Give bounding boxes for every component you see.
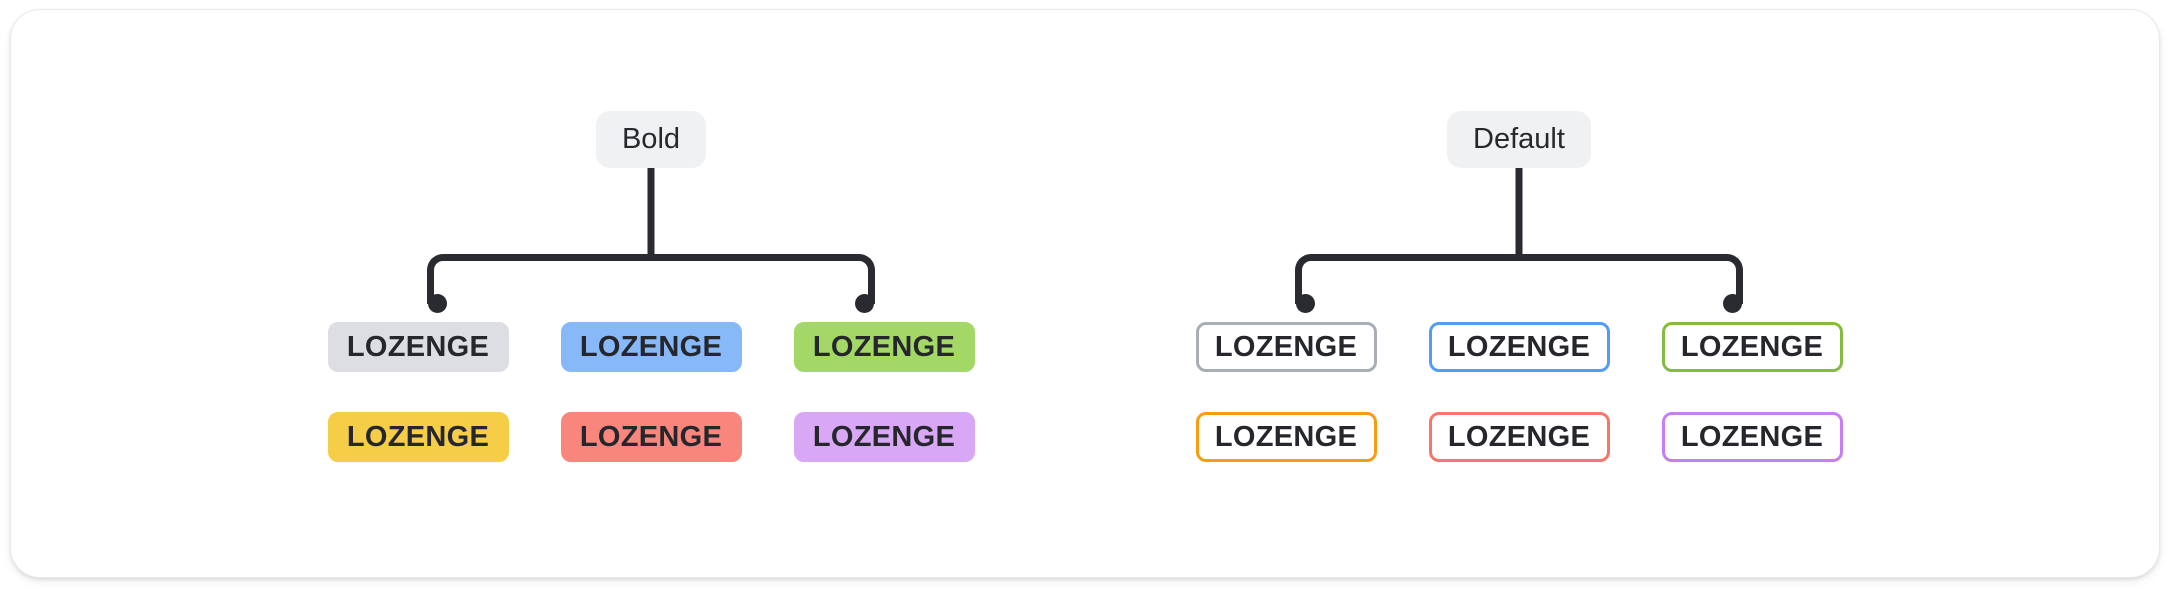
lozenge-row: LOZENGE LOZENGE LOZENGE xyxy=(1195,322,1843,372)
lozenge-default-green: LOZENGE xyxy=(1661,322,1843,372)
variant-label-chip-bold: Bold xyxy=(595,111,707,168)
tree-connector xyxy=(427,168,875,313)
lozenge-bold-blue: LOZENGE xyxy=(560,322,742,372)
connector-dot-right xyxy=(855,294,874,313)
lozenge-default-purple: LOZENGE xyxy=(1661,412,1843,462)
lozenge-default-blue: LOZENGE xyxy=(1428,322,1610,372)
variant-label-text: Default xyxy=(1473,123,1565,155)
lozenge-bold-green: LOZENGE xyxy=(793,322,975,372)
connector-dot-left xyxy=(428,294,447,313)
lozenge-bold-purple: LOZENGE xyxy=(793,412,975,462)
lozenge-default-orange: LOZENGE xyxy=(1195,412,1377,462)
lozenge-bold-gray: LOZENGE xyxy=(327,322,509,372)
variant-label-text: Bold xyxy=(621,123,681,155)
connector-branch-line xyxy=(427,254,875,313)
connector-stem-line xyxy=(647,168,655,260)
lozenge-bold-red: LOZENGE xyxy=(560,412,742,462)
variant-label-chip-default: Default xyxy=(1447,111,1591,168)
lozenge-row: LOZENGE LOZENGE LOZENGE xyxy=(1195,412,1843,462)
lozenge-bold-yellow: LOZENGE xyxy=(327,412,509,462)
connector-branch-line xyxy=(1295,254,1743,313)
tree-connector xyxy=(1295,168,1743,313)
lozenge-row: LOZENGE LOZENGE LOZENGE xyxy=(327,412,975,462)
connector-stem-line xyxy=(1515,168,1523,260)
lozenge-default-red: LOZENGE xyxy=(1428,412,1610,462)
lozenge-row: LOZENGE LOZENGE LOZENGE xyxy=(327,322,975,372)
connector-dot-right xyxy=(1723,294,1742,313)
lozenge-default-gray: LOZENGE xyxy=(1195,322,1377,372)
connector-dot-left xyxy=(1296,294,1315,313)
